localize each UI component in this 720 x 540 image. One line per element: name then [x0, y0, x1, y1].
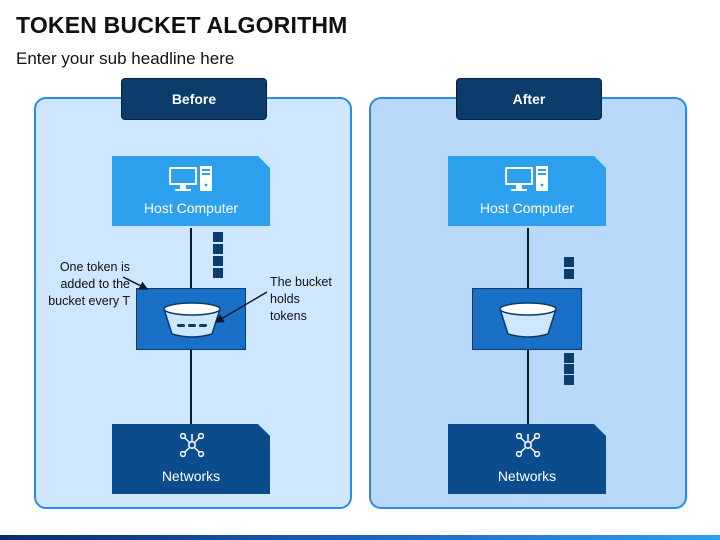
- bucket-token: [188, 324, 196, 327]
- network-nodes-icon: [178, 431, 206, 459]
- before-tag: Before: [121, 78, 267, 120]
- after-wire-top: [527, 228, 529, 288]
- after-network-label: Networks: [497, 468, 557, 484]
- before-bucket-box: [136, 288, 246, 350]
- before-note-right: The bucket holds tokens: [270, 275, 332, 323]
- after-bucket-box: [472, 288, 582, 350]
- after-tag: After: [456, 78, 602, 120]
- before-wire-bottom: [190, 350, 192, 425]
- before-token: [213, 232, 223, 242]
- before-token: [213, 244, 223, 254]
- before-token: [213, 256, 223, 266]
- right-note-arrow: [214, 291, 268, 323]
- bucket-token: [177, 324, 185, 327]
- desktop-computer-icon: [168, 165, 214, 193]
- before-note-left: One token is added to the bucket every T: [48, 260, 130, 308]
- before-networks: Networks: [112, 424, 270, 494]
- page-subtitle: Enter your sub headline here: [16, 49, 235, 68]
- bottom-accent-bar: [0, 535, 720, 540]
- network-nodes-icon: [514, 431, 542, 459]
- after-wire-bottom: [527, 350, 529, 425]
- after-token: [564, 269, 574, 279]
- after-host-label: Host Computer: [479, 200, 575, 216]
- after-token: [564, 257, 574, 267]
- page-title: TOKEN BUCKET ALGORITHM: [16, 12, 348, 38]
- left-note-arrow: [122, 276, 149, 290]
- bucket-token: [199, 324, 207, 327]
- before-wire-top: [190, 228, 192, 288]
- before-host-label: Host Computer: [143, 200, 239, 216]
- after-networks: Networks: [448, 424, 606, 494]
- after-token: [564, 364, 574, 374]
- after-host-computer: Host Computer: [448, 156, 606, 226]
- before-host-computer: Host Computer: [112, 156, 270, 226]
- bucket-icon: [498, 302, 558, 338]
- before-token: [213, 268, 223, 278]
- bucket-icon: [162, 302, 222, 338]
- before-network-label: Networks: [161, 468, 221, 484]
- after-token: [564, 353, 574, 363]
- after-token: [564, 375, 574, 385]
- desktop-computer-icon: [504, 165, 550, 193]
